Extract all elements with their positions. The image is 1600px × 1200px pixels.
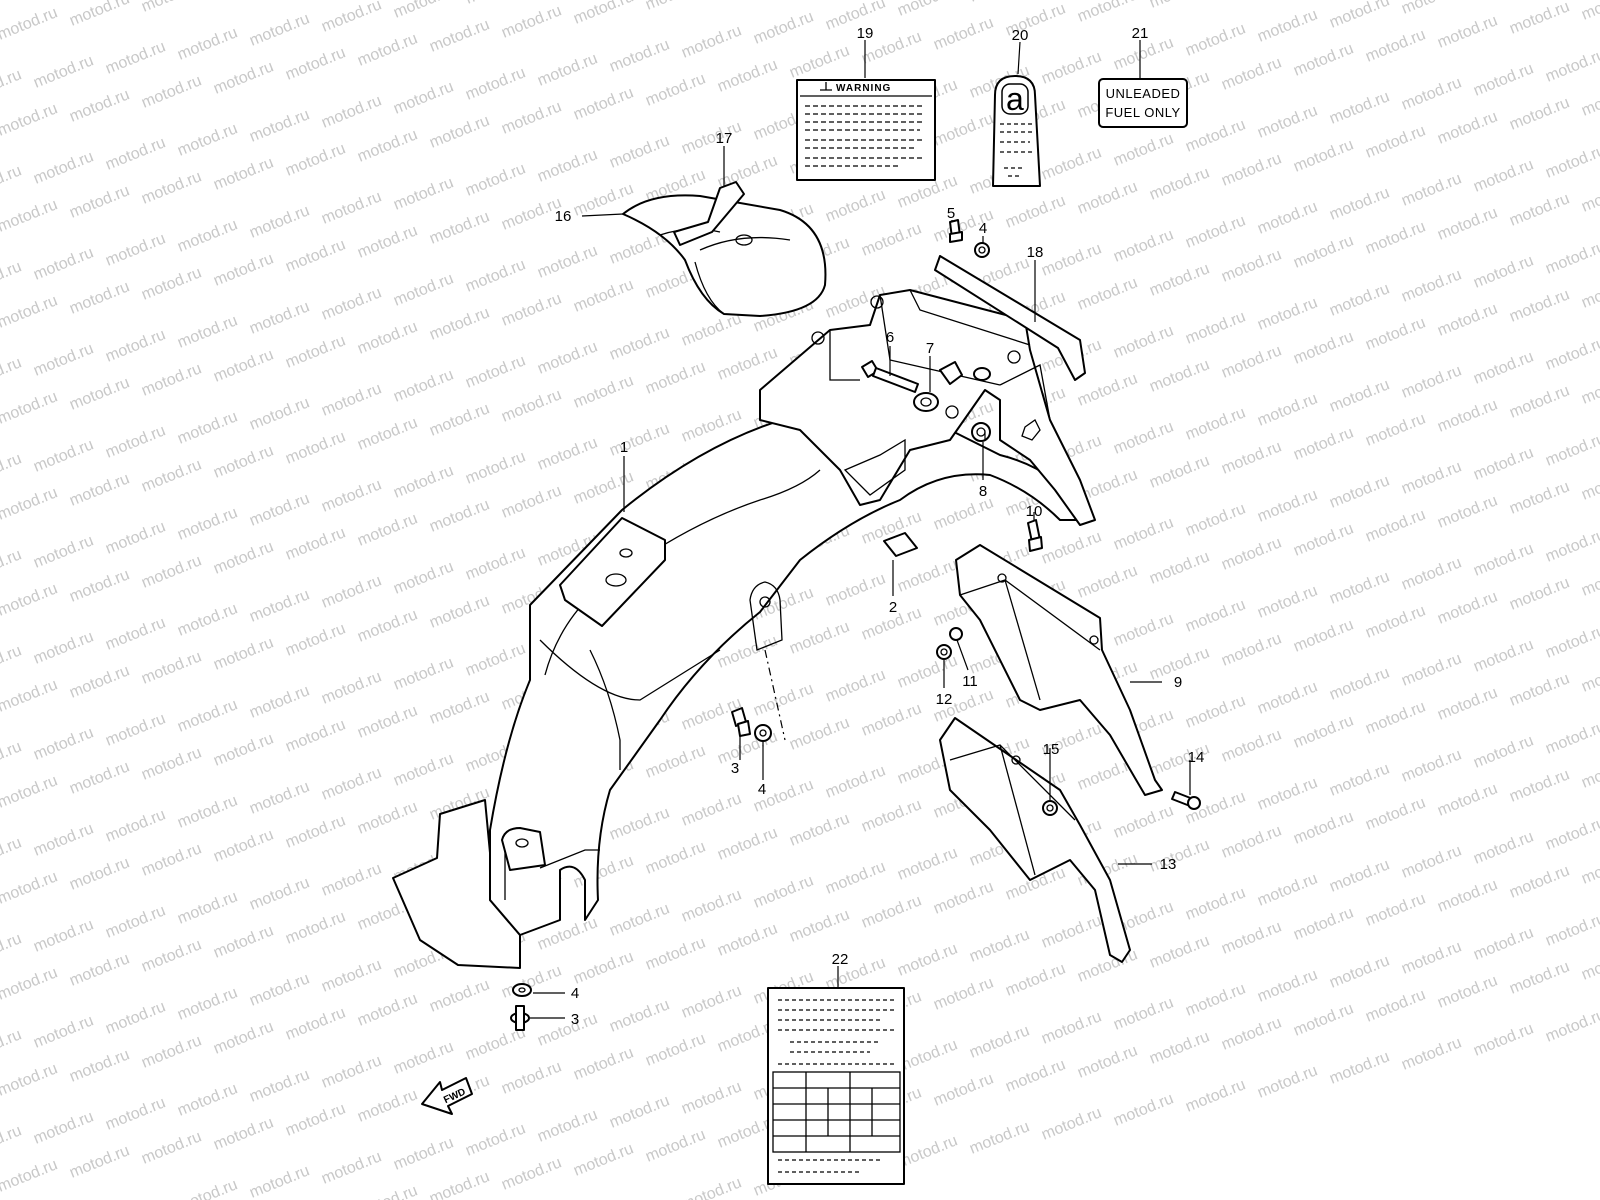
nut-part-15[interactable]	[1042, 800, 1058, 816]
unleaded-text-line2: FUEL ONLY	[1105, 105, 1180, 120]
warning-label-text: WARNING	[836, 83, 891, 94]
callout-6: 6	[886, 329, 894, 346]
callout-18: 18	[1027, 244, 1044, 261]
small-label-part-2[interactable]	[883, 532, 918, 557]
callout-8: 8	[979, 483, 987, 500]
washer-part-7[interactable]	[913, 361, 991, 412]
bolt-part-3-mid[interactable]	[731, 707, 751, 737]
callout-22: 22	[832, 951, 849, 968]
callout-3-bottom: 3	[571, 1011, 579, 1028]
bolt-part-5[interactable]	[949, 219, 963, 243]
callout-4-top: 4	[979, 220, 987, 237]
tag-label-part-20[interactable]: a	[992, 75, 1041, 187]
mudflap-strip-part-18[interactable]	[934, 255, 1086, 381]
screw-part-14[interactable]	[1171, 791, 1201, 810]
tag-letter-a: a	[1006, 81, 1024, 117]
warning-label-part-19[interactable]: WARNING	[796, 79, 936, 181]
nut-part-4-bottom[interactable]	[512, 983, 532, 997]
fwd-arrow-icon: FWD	[421, 1077, 473, 1115]
long-bolt-part-6[interactable]	[861, 360, 919, 393]
callout-15: 15	[1043, 741, 1060, 758]
callout-4-mid: 4	[758, 781, 766, 798]
unleaded-text-line1: UNLEADED	[1106, 86, 1181, 101]
screw-part-10[interactable]	[1027, 519, 1043, 552]
strap-part-17[interactable]	[673, 181, 745, 246]
callout-16: 16	[555, 208, 572, 225]
callout-11: 11	[962, 673, 978, 690]
callout-4-bottom: 4	[571, 985, 579, 1002]
callout-21: 21	[1132, 25, 1149, 42]
washer-part-11[interactable]	[949, 627, 963, 641]
nut-part-4-mid[interactable]	[754, 724, 772, 742]
plate-bracket-part-13[interactable]	[939, 717, 1131, 963]
callout-numbers: 19 20 21 17 16 5 4 18 6 7 8 1 2 10 11 12…	[555, 25, 1205, 1028]
nut-part-4-top[interactable]	[974, 242, 990, 258]
spec-label-part-22[interactable]	[767, 987, 905, 1185]
callout-14: 14	[1188, 749, 1205, 766]
callout-10: 10	[1026, 503, 1043, 520]
callout-12: 12	[936, 691, 953, 708]
unleaded-fuel-label-part-21[interactable]: UNLEADED FUEL ONLY	[1098, 78, 1188, 128]
plate-bracket-part-9[interactable]	[955, 544, 1163, 796]
callout-19: 19	[857, 25, 874, 42]
callout-17: 17	[716, 130, 733, 147]
warning-icon	[820, 82, 832, 91]
callout-1: 1	[620, 439, 628, 456]
bolt-part-3-bottom[interactable]	[510, 1005, 530, 1031]
callout-7: 7	[926, 340, 934, 357]
callout-13: 13	[1160, 856, 1177, 873]
nut-part-8[interactable]	[971, 422, 991, 442]
callout-20: 20	[1012, 27, 1029, 44]
callout-5: 5	[947, 205, 955, 222]
leader-lines	[530, 40, 1191, 1019]
callout-3-mid: 3	[731, 760, 739, 777]
seat-cover-part-16[interactable]	[622, 194, 827, 317]
callout-9: 9	[1174, 674, 1182, 691]
callout-2: 2	[889, 599, 897, 616]
nut-part-12[interactable]	[936, 644, 952, 660]
